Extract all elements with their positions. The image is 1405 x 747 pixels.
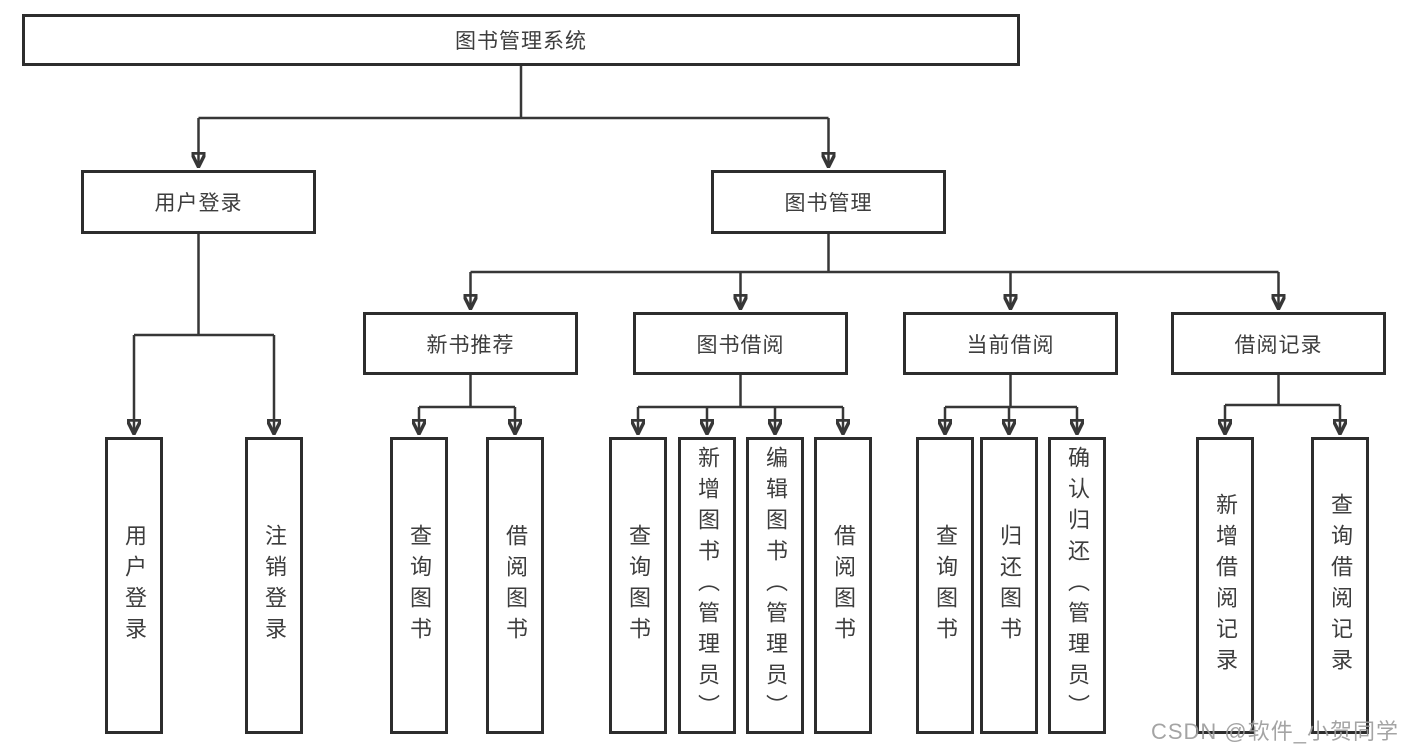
node-book-borrow: 图书借阅 [633, 312, 848, 375]
leaf-user-login: 用户登录 [105, 437, 163, 734]
node-borrow-records: 借阅记录 [1171, 312, 1386, 375]
leaf-label: 编辑图书（管理员） [763, 446, 788, 725]
leaf-label: 借阅图书 [503, 523, 528, 648]
leaf-query-borrow-record: 查询借阅记录 [1311, 437, 1369, 734]
leaf-label: 借阅图书 [831, 523, 856, 648]
leaf-label: 注销登录 [262, 523, 287, 648]
node-new-book-recommend: 新书推荐 [363, 312, 578, 375]
node-current-borrow: 当前借阅 [903, 312, 1118, 375]
leaf-query-books-recommend: 查询图书 [390, 437, 448, 734]
csdn-watermark: CSDN @软件_小贺同学 [1150, 719, 1399, 744]
leaf-label: 确认归还（管理员） [1065, 446, 1090, 725]
leaf-query-books-borrow: 查询图书 [609, 437, 667, 734]
leaf-label: 新增借阅记录 [1213, 492, 1238, 679]
node-user-login: 用户登录 [81, 170, 316, 234]
leaf-label: 查询借阅记录 [1328, 492, 1353, 679]
leaf-return-book: 归还图书 [980, 437, 1038, 734]
leaf-add-borrow-record: 新增借阅记录 [1196, 437, 1254, 734]
leaf-label: 归还图书 [997, 523, 1022, 648]
leaf-borrow-books: 借阅图书 [814, 437, 872, 734]
leaf-borrow-books-recommend: 借阅图书 [486, 437, 544, 734]
node-root-system: 图书管理系统 [22, 14, 1020, 66]
leaf-label: 查询图书 [626, 523, 651, 648]
leaf-edit-book-admin: 编辑图书（管理员） [746, 437, 804, 734]
leaf-logout: 注销登录 [245, 437, 303, 734]
leaf-label: 新增图书（管理员） [695, 446, 720, 725]
leaf-label: 查询图书 [407, 523, 432, 648]
leaf-query-books-current: 查询图书 [916, 437, 974, 734]
leaf-label: 用户登录 [122, 523, 147, 648]
leaf-confirm-return-admin: 确认归还（管理员） [1048, 437, 1106, 734]
leaf-label: 查询图书 [933, 523, 958, 648]
leaf-add-book-admin: 新增图书（管理员） [678, 437, 736, 734]
node-book-management: 图书管理 [711, 170, 946, 234]
